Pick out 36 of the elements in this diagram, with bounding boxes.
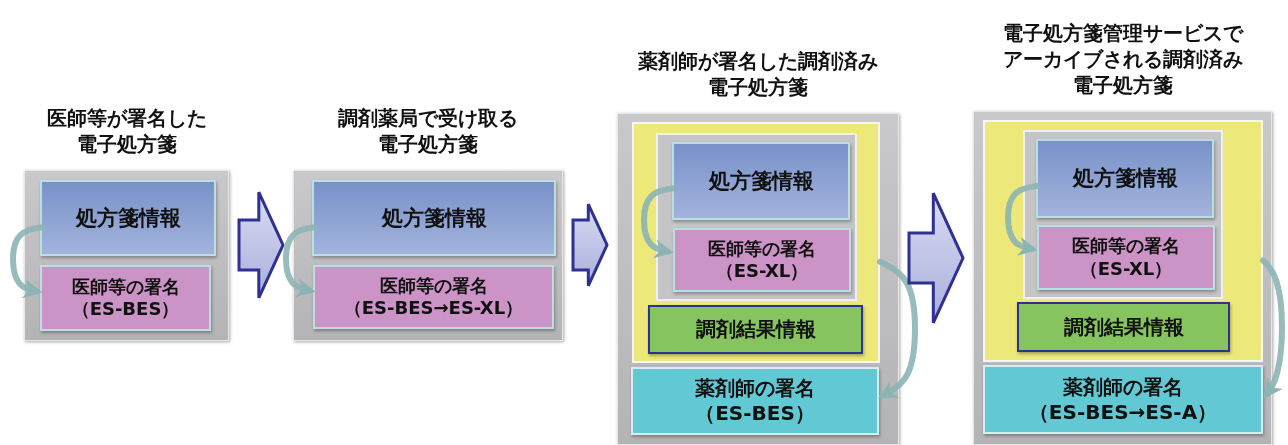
- block-arrow: [237, 190, 285, 300]
- pharmacist-signature-box: [983, 365, 1263, 434]
- panel-heading: 調剤薬局で受け取る電子処方箋: [337, 105, 519, 157]
- dispensed-data-box: [983, 120, 1263, 362]
- doctor-signature-box: [1037, 225, 1215, 290]
- box-label: 処方箋情報: [707, 167, 815, 195]
- doctor-signature-box: [673, 228, 851, 292]
- box-label: 医師等の署名（ES-BES→ES-XL）: [342, 274, 525, 320]
- dispensing-result-box: [1017, 302, 1230, 352]
- box-label: 医師等の署名（ES-XL）: [1071, 235, 1181, 280]
- panel-heading: 電子処方箋管理サービスでアーカイブされる調剤済み電子処方箋: [1001, 20, 1245, 98]
- panel-heading: 薬剤師が署名した調剤済み電子処方箋: [638, 48, 878, 100]
- curved-arrow: [1260, 257, 1285, 399]
- prescription-info-box: [312, 180, 556, 256]
- prescription-container: [1023, 130, 1223, 299]
- box-label: 処方箋情報: [74, 204, 182, 232]
- dispensing-result-box: [648, 305, 863, 354]
- block-arrow: [571, 202, 609, 288]
- box-label: 処方箋情報: [1071, 165, 1179, 192]
- block-arrow: [907, 191, 965, 325]
- doctor-signature-box: [313, 265, 554, 329]
- panel-heading: 医師等が署名した電子処方箋: [45, 105, 208, 157]
- box-label: 調剤結果情報: [694, 317, 817, 342]
- box-label: 薬剤師の署名（ES-BES→ES-A）: [1027, 374, 1219, 425]
- box-label: 処方箋情報: [380, 204, 488, 232]
- doctor-signature-box: [40, 265, 211, 331]
- box-label: 医師等の署名（ES-XL）: [707, 237, 817, 283]
- prescription-container: [656, 133, 857, 301]
- dispensed-data-box: [632, 122, 880, 363]
- prescription-info-box: [1036, 139, 1214, 218]
- pharmacist-signature-box: [631, 367, 879, 435]
- prescription-info-box: [672, 142, 850, 220]
- prescription-info-box: [40, 180, 216, 256]
- box-label: 医師等の署名（ES-BES）: [70, 275, 181, 321]
- box-label: 調剤結果情報: [1062, 314, 1185, 340]
- box-label: 薬剤師の署名（ES-BES）: [694, 376, 816, 426]
